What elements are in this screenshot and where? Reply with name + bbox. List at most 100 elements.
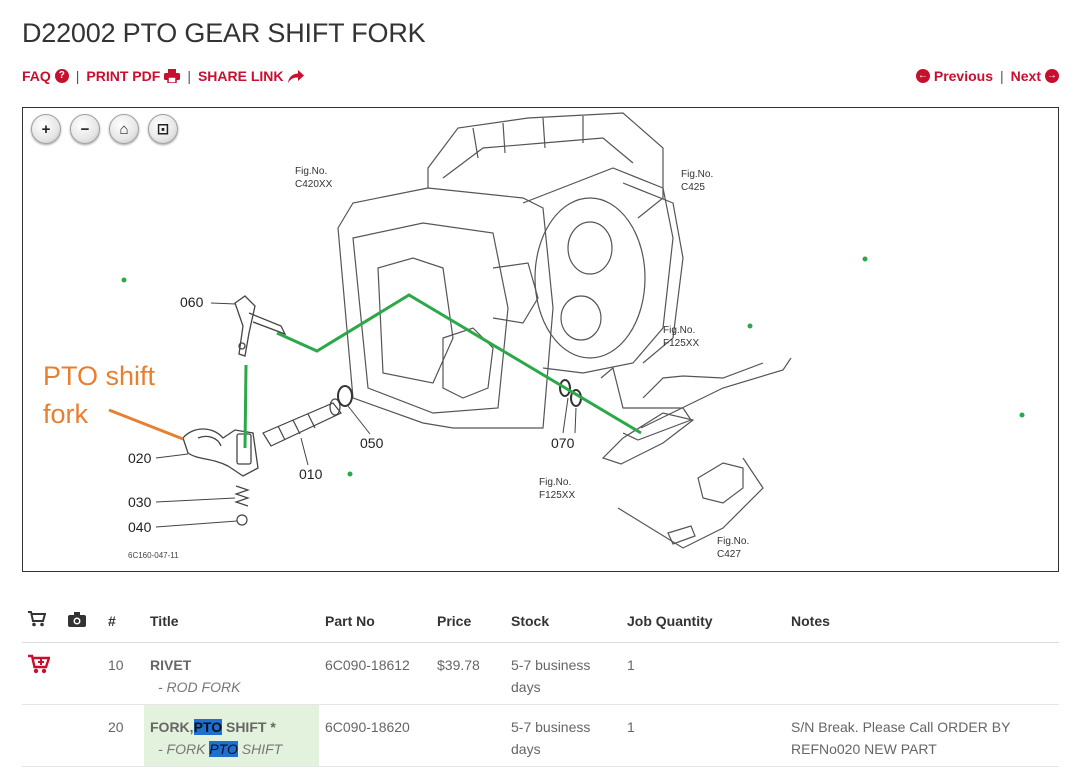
faq-link[interactable]: FAQ ? [22, 68, 69, 84]
add-to-cart-cell [22, 642, 62, 705]
exploded-view-drawing: Fig.No. C420XX Fig.No. C425 Fig.No. F125… [43, 112, 1025, 560]
cart-column-header [22, 600, 62, 643]
callout-030[interactable]: 030 [128, 494, 152, 510]
row-stock-cell: 5-7 business days [505, 642, 621, 705]
toolbar-right: ← Previous | Next → [915, 68, 1059, 84]
callout-020[interactable]: 020 [128, 450, 152, 466]
row-title-cell: FORK,PTO SHIFT * - FORK PTO SHIFT [144, 704, 319, 767]
green-dots [121, 256, 1025, 477]
camera-cell [62, 642, 102, 705]
notes-column-header: Notes [785, 600, 1059, 643]
row-stock-line1: 5-7 business [511, 718, 591, 735]
svg-text:C420XX: C420XX [295, 179, 333, 190]
row-notes [785, 642, 1059, 705]
row-title: FORK,PTO SHIFT * [150, 718, 276, 735]
row-subtitle: - ROD FORK [158, 678, 241, 695]
share-label: SHARE LINK [197, 68, 284, 84]
camera-column-header [62, 600, 102, 643]
home-button[interactable]: ⌂ [109, 114, 139, 144]
callout-040[interactable]: 040 [128, 519, 152, 535]
part-030-040-drawing [234, 485, 250, 526]
row-part-no: 6C090-18612 [319, 642, 431, 705]
row-job-qty: 1 [621, 704, 785, 767]
row-stock-line2: days [511, 740, 541, 757]
fig-ref-f125xx-top: Fig.No. F125XX [663, 325, 699, 349]
row-notes-line1: S/N Break. Please Call ORDER BY [791, 718, 1011, 735]
price-column-header: Price [431, 600, 505, 643]
camera-icon [68, 611, 86, 627]
fit-view-button[interactable]: ⊡ [148, 114, 178, 144]
share-link[interactable]: SHARE LINK [198, 68, 304, 84]
part-020-drawing [182, 428, 259, 477]
fig-ref-c427: Fig.No. C427 [717, 536, 749, 560]
callout-060[interactable]: 060 [180, 294, 204, 310]
callout-010[interactable]: 010 [299, 466, 323, 482]
zoom-controls: + − ⌂ ⊡ [31, 114, 178, 144]
separator: | [1000, 68, 1004, 84]
next-link[interactable]: Next → [1011, 68, 1059, 84]
toolbar-left: FAQ ? | PRINT PDF | SHARE LINK [22, 68, 304, 84]
figure-ref-code: 6C160-047-11 [128, 551, 179, 560]
previous-label: Previous [933, 68, 993, 84]
svg-text:F125XX: F125XX [539, 490, 575, 501]
svg-text:Fig.No.: Fig.No. [295, 166, 327, 177]
page-title: D22002 PTO GEAR SHIFT FORK [22, 18, 426, 48]
parts-diagram[interactable]: Fig.No. C420XX Fig.No. C425 Fig.No. F125… [22, 107, 1059, 572]
printer-icon [164, 69, 181, 83]
job-quantity-column-header: Job Quantity [621, 600, 785, 643]
zoom-out-button[interactable]: − [70, 114, 100, 144]
row-price [431, 704, 505, 767]
part-010-drawing [262, 398, 342, 447]
print-pdf-link[interactable]: PRINT PDF [86, 68, 181, 84]
callout-050[interactable]: 050 [360, 435, 384, 451]
row-part-no: 6C090-18620 [319, 704, 431, 767]
row-job-qty: 1 [621, 642, 785, 705]
callout-070[interactable]: 070 [551, 435, 575, 451]
row-stock-cell: 5-7 business days [505, 704, 621, 767]
row-title: RIVET [150, 656, 192, 673]
svg-text:Fig.No.: Fig.No. [681, 169, 713, 180]
svg-text:Fig.No.: Fig.No. [717, 536, 749, 547]
camera-cell [62, 704, 102, 767]
num-column-header: # [102, 600, 144, 643]
table-row: 10 RIVET - ROD FORK 6C090-18612 $39.78 5… [22, 642, 1059, 705]
svg-text:Fig.No.: Fig.No. [539, 477, 571, 488]
row-stock-line1: 5-7 business [511, 656, 591, 673]
leader-lines [155, 302, 577, 528]
svg-text:F125XX: F125XX [663, 338, 699, 349]
search-highlight: PTO [193, 718, 223, 735]
search-highlight: PTO [209, 740, 238, 757]
arrow-right-circle-icon: → [1045, 69, 1059, 83]
faq-label: FAQ [22, 68, 51, 84]
fig-ref-f125xx-bottom: Fig.No. F125XX [539, 477, 575, 501]
pto-shift-fork-annotation-line1: PTO shift [43, 361, 156, 391]
svg-text:C425: C425 [681, 182, 705, 193]
svg-text:Fig.No.: Fig.No. [663, 325, 695, 336]
cart-icon [28, 611, 47, 627]
separator: | [75, 68, 80, 84]
row-title-cell: RIVET - ROD FORK [144, 642, 319, 705]
row-stock-line2: days [511, 678, 541, 695]
part-050-drawing [337, 385, 353, 407]
linkage-drawing [600, 357, 792, 549]
housing-drawing [337, 112, 684, 429]
question-icon: ? [54, 69, 69, 83]
part-no-column-header: Part No [319, 600, 431, 643]
table-header-row: # Title Part No Price Stock Job Quantity… [22, 600, 1059, 643]
add-to-cart-cell [22, 704, 62, 767]
green-connector-lines [243, 293, 642, 449]
fig-ref-c420xx: Fig.No. C420XX [295, 166, 333, 190]
row-notes-cell: S/N Break. Please Call ORDER BY REFNo020… [785, 704, 1059, 767]
row-notes-line2: REFNo020 NEW PART [791, 740, 937, 757]
row-num: 20 [102, 704, 144, 767]
table-row: 20 FORK,PTO SHIFT * - FORK PTO SHIFT 6C0… [22, 704, 1059, 767]
title-column-header: Title [144, 600, 319, 643]
share-arrow-icon [287, 69, 304, 83]
row-num: 10 [102, 642, 144, 705]
add-to-cart-icon[interactable] [28, 654, 51, 674]
zoom-in-button[interactable]: + [31, 114, 61, 144]
svg-text:C427: C427 [717, 549, 741, 560]
arrow-left-circle-icon: ← [915, 69, 930, 83]
separator: | [187, 68, 191, 84]
previous-link[interactable]: ← Previous [915, 68, 993, 84]
